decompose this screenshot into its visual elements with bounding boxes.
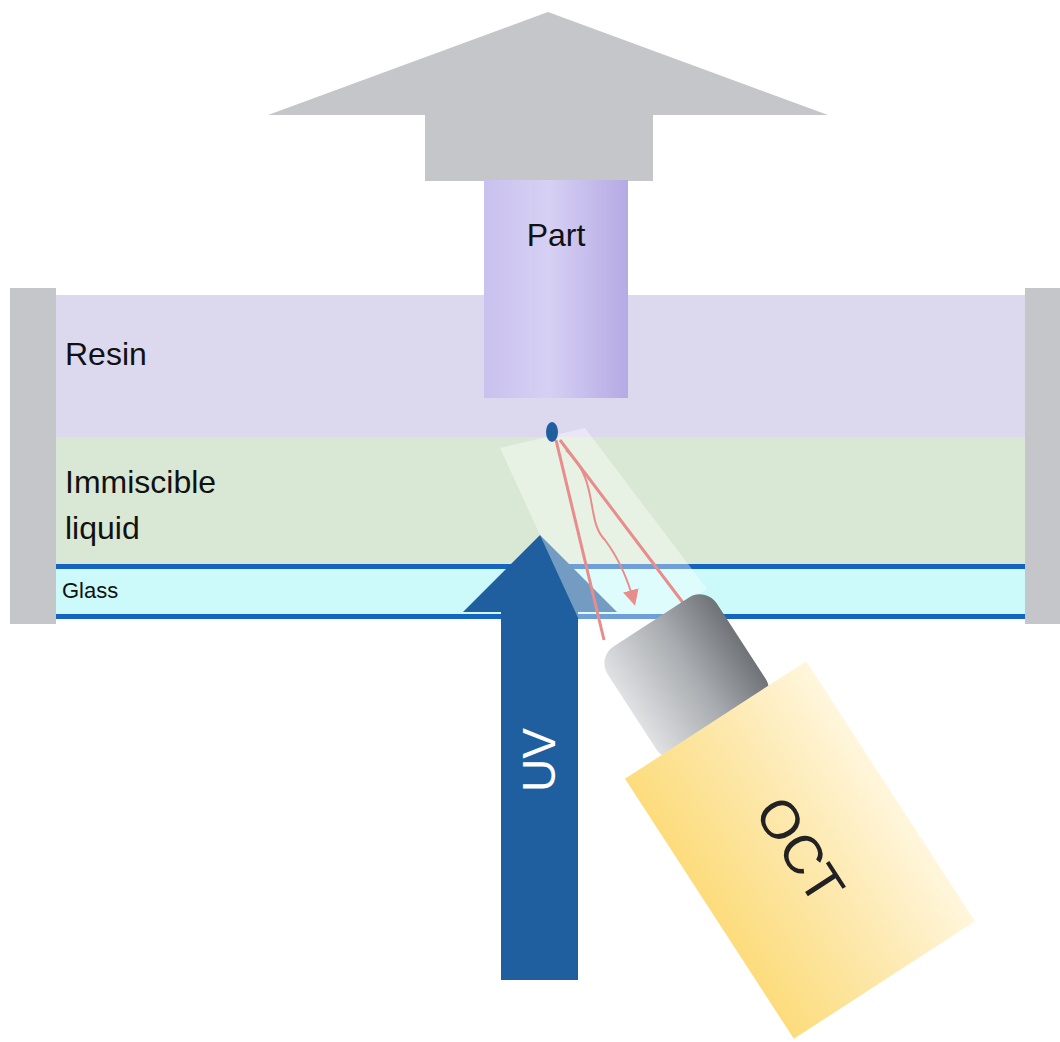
part-block: Part bbox=[484, 180, 628, 398]
oct-ray bbox=[560, 440, 690, 612]
vat-wall bbox=[1025, 288, 1060, 624]
node-label: Immiscible liquid bbox=[56, 437, 265, 552]
backscatter-ray bbox=[566, 450, 634, 602]
resin-band: Resin bbox=[56, 295, 360, 437]
node-label: OCT bbox=[742, 785, 858, 916]
pull-arrow-head bbox=[268, 12, 828, 115]
node-label: Glass bbox=[56, 569, 260, 604]
oct-ray bbox=[556, 440, 604, 640]
cure-spot bbox=[546, 422, 558, 442]
node-label: Resin bbox=[56, 295, 360, 373]
pull-arrow-stem bbox=[425, 114, 653, 181]
vat-wall bbox=[10, 288, 56, 624]
node-label: Part bbox=[484, 180, 628, 254]
glass-band: Glass bbox=[56, 569, 260, 614]
node-label: UV bbox=[512, 728, 567, 792]
liquid-band: Immiscible liquid bbox=[56, 437, 286, 565]
uv-arrow: UV bbox=[501, 640, 578, 880]
uv-arrow-shaft bbox=[501, 610, 578, 980]
